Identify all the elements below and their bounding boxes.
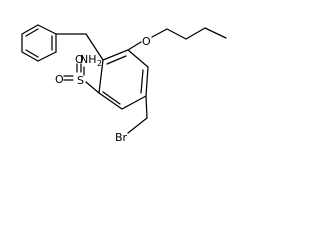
butyl-bond — [185, 27, 206, 40]
double-bond — [25, 49, 39, 58]
bond — [102, 49, 129, 61]
amine-label: NH — [80, 53, 97, 66]
bond — [37, 24, 57, 35]
benzyl-phenyl-ring — [21, 24, 57, 62]
bond — [127, 49, 149, 68]
sulfur-label: S — [77, 74, 84, 87]
double-bond — [106, 55, 127, 65]
butyl-bond — [166, 28, 187, 40]
c-s-bond — [85, 81, 100, 94]
ether-oxygen-label: O — [142, 35, 151, 48]
bond — [98, 92, 123, 110]
sulfonyl-oxygen-top-label: O — [75, 53, 84, 66]
c-ch2-bond — [145, 95, 148, 119]
ch2-br-bond — [127, 117, 148, 134]
double-bond — [102, 91, 121, 105]
butyl-bond — [151, 28, 168, 38]
benzyl-ch2-bond — [85, 33, 104, 61]
structure-canvas: O S O O NH 2 Br — [21, 24, 227, 144]
bromine-label: Br — [115, 131, 128, 144]
ether-bond — [127, 41, 142, 51]
molecule-diagram: O S O O NH 2 Br — [21, 24, 227, 144]
double-bond — [25, 28, 39, 37]
bond — [21, 51, 39, 62]
bond — [145, 66, 149, 97]
bond — [21, 24, 39, 35]
butyl-bond — [204, 27, 227, 39]
central-benzene-ring — [98, 49, 149, 110]
double-bond — [140, 69, 144, 94]
amine-subscript: 2 — [97, 59, 102, 68]
bond — [98, 59, 104, 94]
bond — [37, 51, 57, 62]
sulfonyl-oxygen-left-label: O — [55, 73, 64, 86]
bond — [121, 95, 147, 110]
